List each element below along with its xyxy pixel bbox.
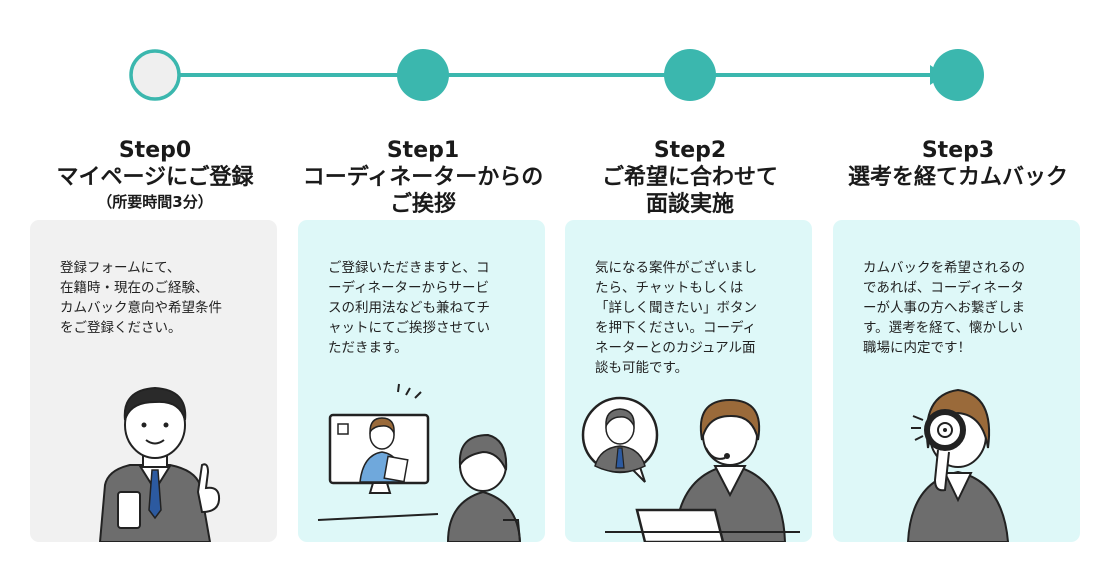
video-call-illustration (317, 383, 522, 542)
step1-description: ご登録いただきますと、コ ーディネーターからサービ スの利用法なども兼ねてチ ャ… (328, 260, 490, 356)
step1-title-line1: コーディネーターからの (302, 165, 544, 190)
step1-heading: Step1 コーディネーターからの ご挨拶 (278, 137, 568, 218)
progress-timeline (129, 49, 984, 101)
step2-card: 気になる案件がございまし たら、チャットもしくは 「詳しく聞きたい」ボタン を押… (565, 220, 812, 542)
step0-name: Step0 (118, 138, 192, 163)
step2-title-line1: ご希望に合わせて (601, 165, 778, 190)
man-with-phone-illustration (98, 386, 221, 542)
step2-title-line2: 面談実施 (645, 192, 734, 217)
step1-title-line2: ご挨拶 (389, 192, 456, 217)
timeline-node-step3 (932, 49, 984, 101)
timeline-node-step2 (664, 49, 716, 101)
step0-description: 登録フォームにて、 在籍時・現在のご経験、 カムバック意向や希望条件 をご登録く… (60, 260, 222, 336)
online-interview-illustration (581, 396, 800, 542)
step0-subtitle: （所要時間3分） (97, 193, 213, 211)
step2-name: Step2 (653, 138, 727, 163)
woman-with-magnifier-illustration (906, 388, 1010, 542)
step3-card: カムバックを希望されるの であれば、コーディネータ ーが人事の方へお繋ぎしま す… (833, 220, 1080, 542)
step3-name: Step3 (921, 138, 995, 163)
step1-card: ご登録いただきますと、コ ーディネーターからサービ スの利用法なども兼ねてチ ャ… (298, 220, 545, 542)
step3-heading: Step3 選考を経てカムバック (833, 137, 1083, 191)
step3-description: カムバックを希望されるの であれば、コーディネータ ーが人事の方へお繋ぎしま す… (863, 260, 1025, 356)
step3-title: 選考を経てカムバック (847, 165, 1068, 190)
timeline-node-step0 (129, 49, 181, 101)
timeline-node-step1 (397, 49, 449, 101)
step2-description: 気になる案件がございまし たら、チャットもしくは 「詳しく聞きたい」ボタン を押… (595, 260, 757, 376)
step1-name: Step1 (386, 138, 460, 163)
step2-heading: Step2 ご希望に合わせて 面談実施 (565, 137, 815, 218)
step0-title: マイページにご登録 (56, 165, 254, 190)
step0-card: 登録フォームにて、 在籍時・現在のご経験、 カムバック意向や希望条件 をご登録く… (30, 220, 277, 542)
step0-heading: Step0 マイページにご登録 （所要時間3分） (30, 137, 280, 213)
